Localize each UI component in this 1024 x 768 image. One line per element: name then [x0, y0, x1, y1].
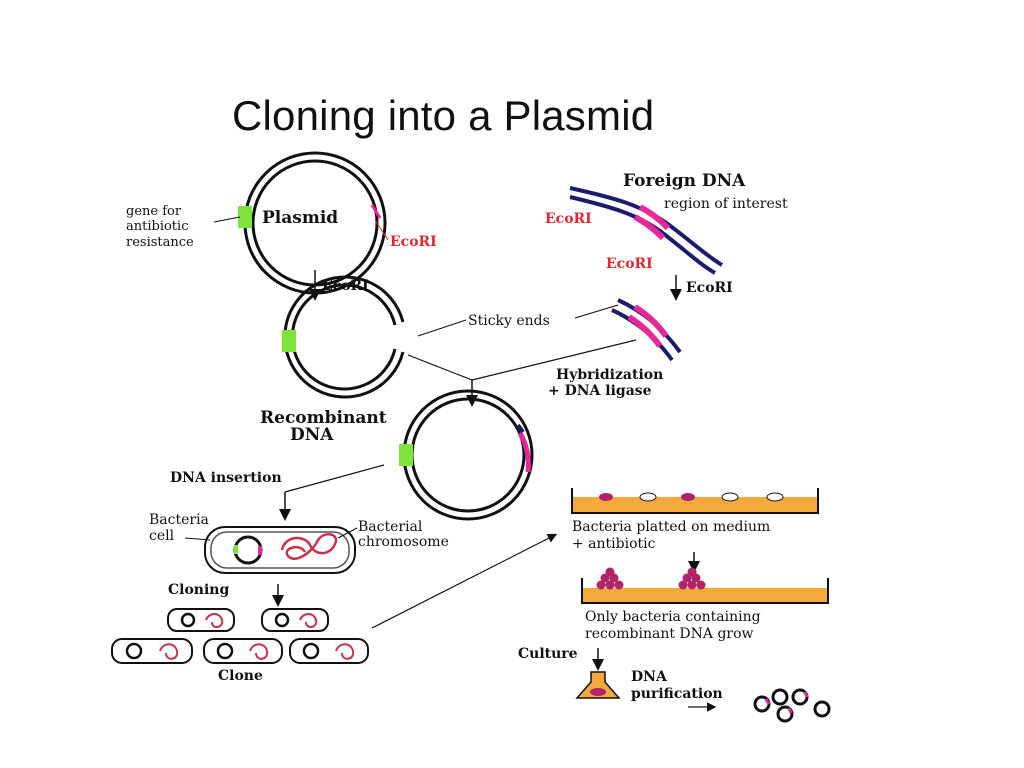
recombinant-plasmid: [399, 389, 534, 521]
gene-label-line3: resistance: [126, 235, 194, 250]
plated-label-line2: + antibiotic: [572, 536, 656, 552]
purification-label-line2: purification: [631, 686, 723, 702]
purified-plasmids: [753, 688, 831, 723]
colony: [678, 567, 706, 590]
clone-label: Clone: [218, 668, 263, 684]
dna-ligase-label: + DNA ligase: [548, 383, 652, 399]
cut-plasmid: [282, 275, 405, 399]
recombinant-label-line1: Recombinant: [260, 408, 387, 428]
page-title: Cloning into a Plasmid: [232, 92, 655, 139]
clone-cell: [289, 638, 369, 664]
bacteria-cell-label-line1: Bacteria: [149, 512, 209, 528]
gene-label-line1: gene for: [126, 204, 182, 219]
ecori-site-mark: [370, 204, 382, 219]
purification-label-line1: DNA: [631, 669, 668, 685]
foreign-dna: [569, 186, 724, 275]
plated-label-line1: Bacteria platted on medium: [572, 519, 770, 535]
gene-label-line2: antibiotic: [126, 219, 188, 234]
bacteria-cell-label-line2: cell: [149, 528, 175, 544]
clone-cell: [261, 608, 329, 632]
clone-cell: [203, 638, 283, 664]
culture-plate-2: [581, 567, 829, 604]
recombinant-label-line2: DNA: [290, 425, 334, 445]
plasmid-label: Plasmid: [262, 208, 338, 228]
antibiotic-gene-segment: [399, 444, 413, 466]
ecori-plasmid-label: EcoRI: [390, 234, 437, 250]
colony: [596, 567, 624, 590]
ecori-foreign-bottom: EcoRI: [606, 256, 653, 272]
bacteria-cell: [204, 526, 356, 574]
culture-label: Culture: [518, 646, 578, 662]
foreign-dna-label: Foreign DNA: [623, 171, 746, 191]
hybridization-label: Hybridization: [556, 367, 663, 383]
ecori-step-right: EcoRI: [686, 280, 733, 296]
ecori-foreign-left: EcoRI: [545, 211, 592, 227]
dna-insertion-label: DNA insertion: [170, 470, 282, 486]
culture-plate-1: [571, 488, 819, 514]
sticky-ends-label: Sticky ends: [468, 313, 550, 329]
dna-fragment: [611, 298, 682, 362]
bacterial-chrom-label-line1: Bacterial: [358, 519, 423, 535]
flask-icon: [575, 671, 621, 699]
bacterial-chrom-label-line2: chromosome: [358, 534, 449, 550]
clone-cell: [111, 638, 193, 664]
only-label-line2: recombinant DNA grow: [585, 626, 754, 642]
clone-cell: [167, 608, 235, 632]
cloning-label: Cloning: [168, 582, 229, 598]
antibiotic-gene-segment: [282, 330, 296, 352]
region-of-interest-label: region of interest: [664, 196, 788, 212]
antibiotic-gene-segment: [238, 206, 252, 228]
only-label-line1: Only bacteria containing: [585, 609, 761, 625]
